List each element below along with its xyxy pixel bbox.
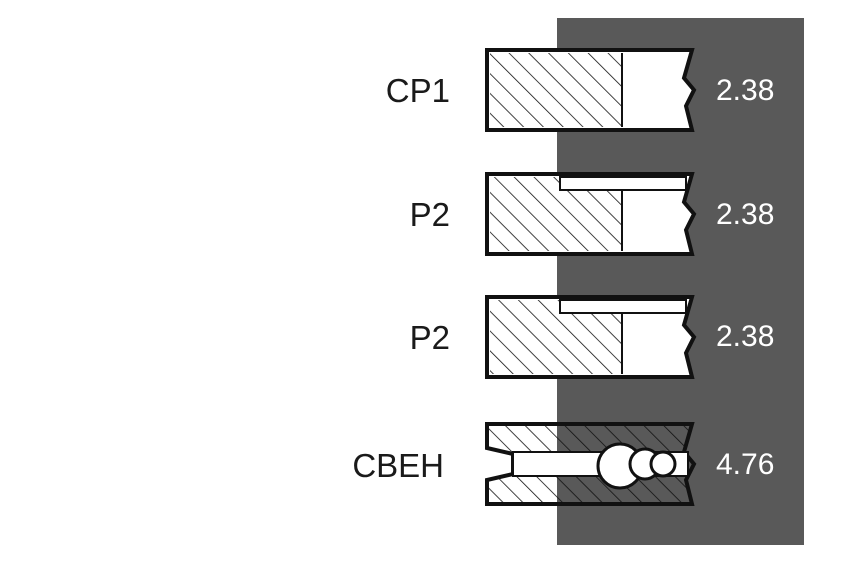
ring-label-cp1: CP1	[385, 72, 450, 109]
ring-section-2	[485, 295, 697, 379]
ring-hatch	[490, 53, 622, 127]
ring-step	[559, 176, 687, 191]
expander-coil-2	[649, 450, 677, 478]
ring-label-cbeh: CBEH	[352, 447, 444, 484]
ring-label-p2-second: P2	[409, 319, 450, 356]
ring-section-0	[485, 48, 697, 132]
ring-value-cbeh: 4.76	[716, 448, 775, 481]
ring-section-3	[485, 422, 697, 506]
ring-section-1	[485, 172, 697, 256]
ring-step	[559, 299, 687, 314]
ring-value-cp1: 2.38	[716, 74, 775, 107]
ring-label-p2-first: P2	[409, 196, 450, 233]
ring-value-p2-second: 2.38	[716, 320, 775, 353]
ring-value-p2-first: 2.38	[716, 198, 775, 231]
